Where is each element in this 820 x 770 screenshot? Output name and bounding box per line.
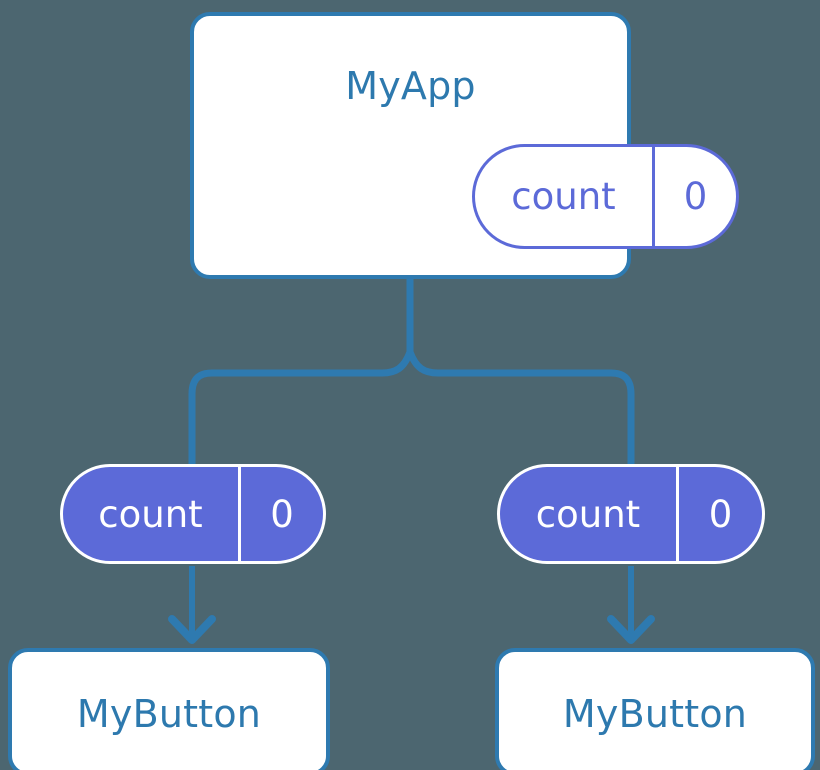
component-label-myapp: MyApp — [345, 64, 476, 108]
connector-branch-right — [406, 350, 635, 470]
state-pill-count-root[interactable]: count 0 — [472, 144, 739, 249]
component-label-mybutton: MyButton — [562, 692, 748, 736]
prop-pill-value: 0 — [270, 492, 294, 536]
prop-pill-key: count — [63, 467, 241, 561]
component-card-mybutton-left[interactable]: MyButton — [8, 648, 330, 770]
prop-pill-count-left[interactable]: count 0 — [60, 464, 326, 564]
component-label-mybutton: MyButton — [76, 692, 262, 736]
prop-pill-key: count — [500, 467, 679, 561]
arrow-head-right-icon — [607, 615, 655, 644]
prop-pill-value: 0 — [708, 492, 733, 536]
component-card-myapp[interactable]: MyApp count 0 — [190, 12, 739, 279]
prop-pill-count-right[interactable]: count 0 — [497, 464, 765, 564]
state-pill-value: 0 — [683, 175, 708, 218]
component-card-mybutton-right[interactable]: MyButton — [495, 648, 815, 770]
connector-branch-left — [188, 350, 414, 470]
arrow-head-left-icon — [168, 615, 216, 644]
state-pill-key: count — [475, 147, 655, 246]
